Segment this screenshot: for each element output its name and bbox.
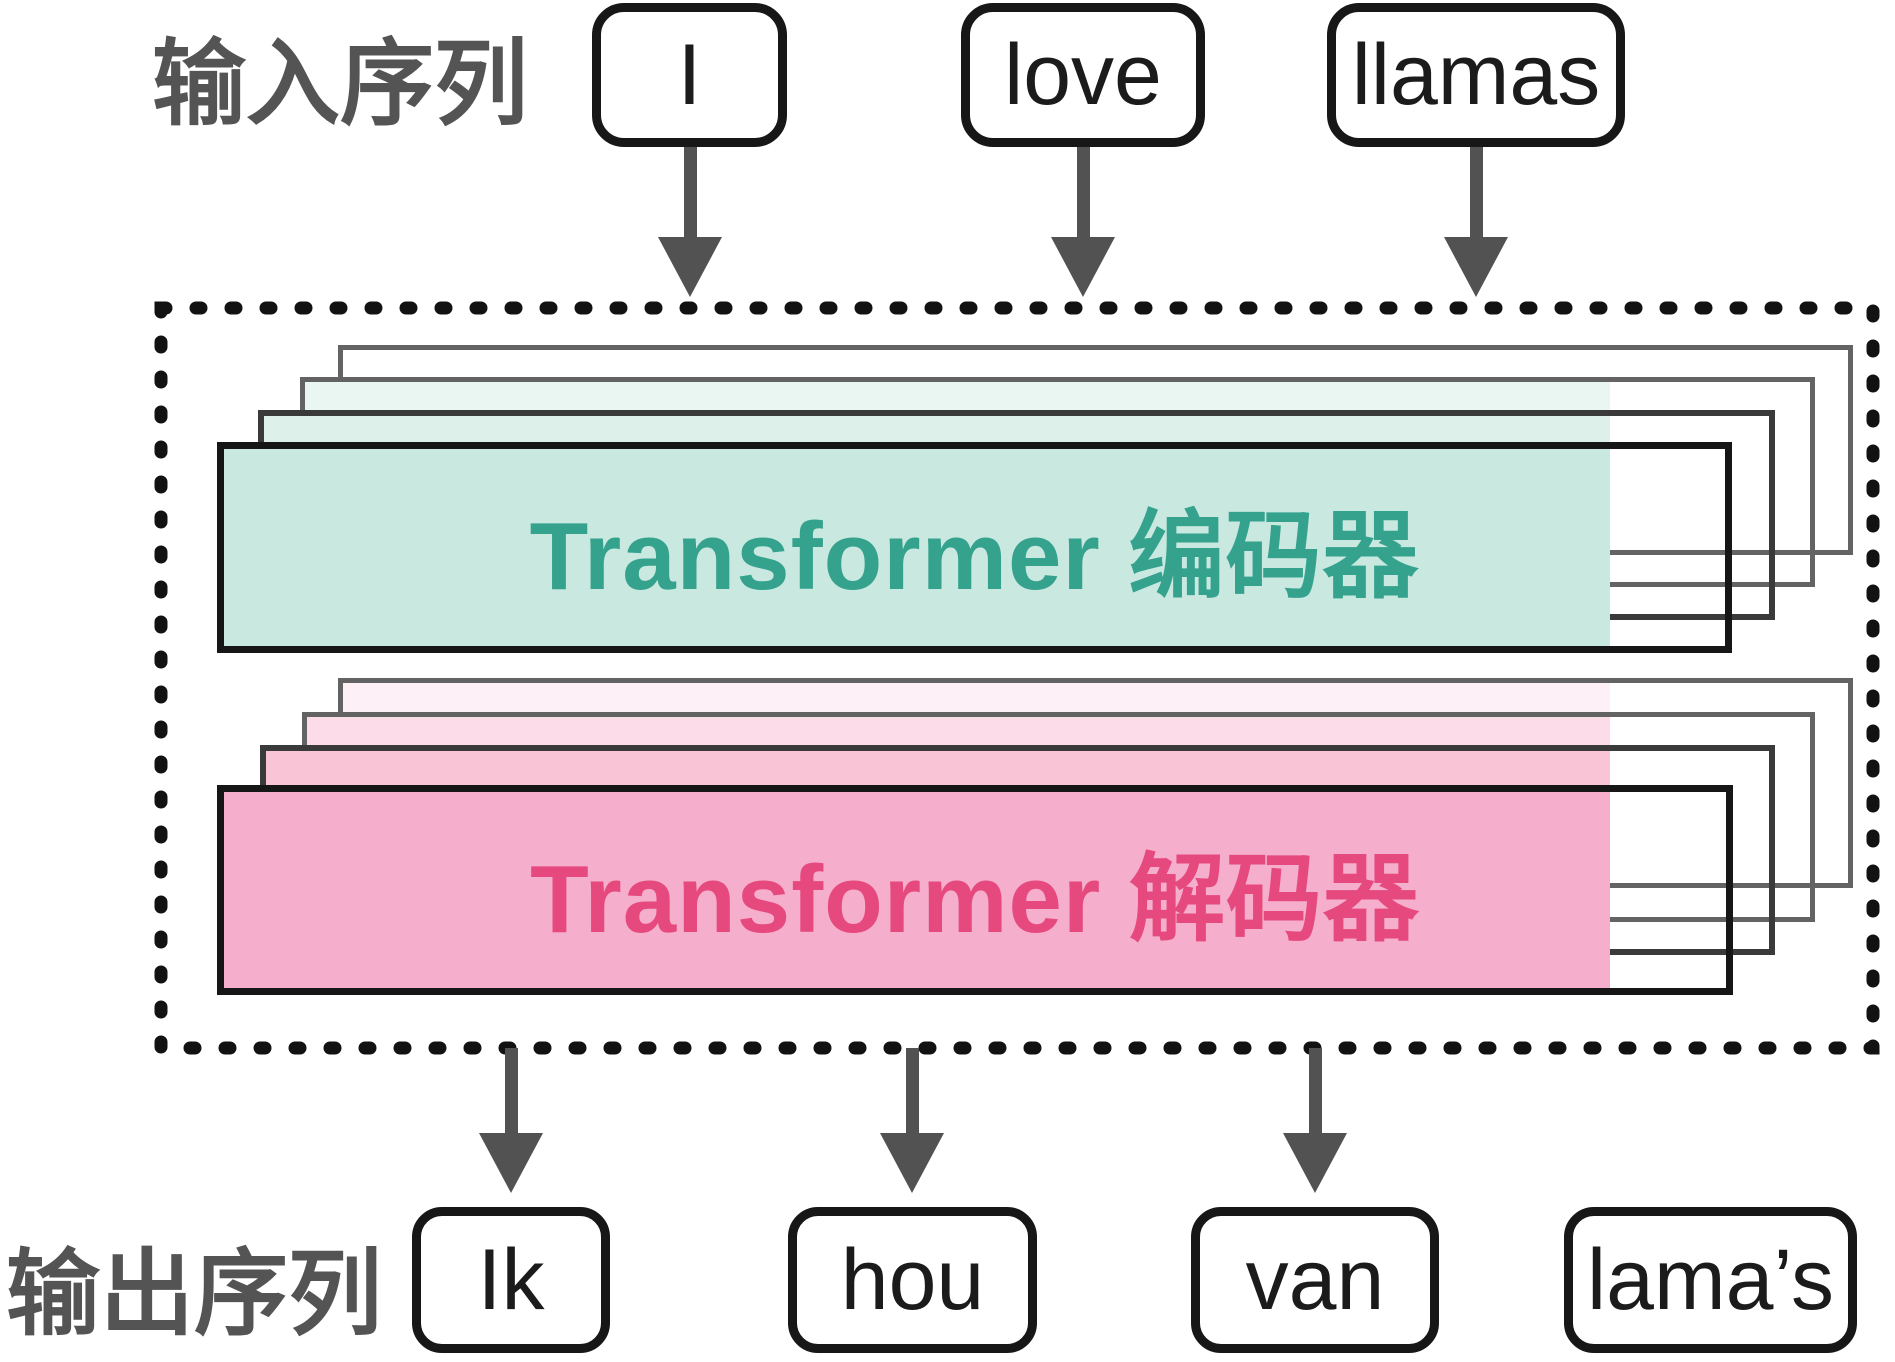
input-token-box-love: love bbox=[961, 3, 1205, 147]
arrow-head bbox=[479, 1133, 543, 1193]
arrow-shaft bbox=[1076, 147, 1090, 237]
input-token-box-i: I bbox=[592, 3, 787, 147]
encoder-label: Transformer 编码器 bbox=[529, 503, 1420, 610]
arrow-head bbox=[658, 237, 722, 297]
arrow-shaft bbox=[905, 1048, 919, 1133]
arrow-down-icon bbox=[1283, 1048, 1347, 1193]
arrow-down-icon bbox=[1051, 147, 1115, 297]
arrow-shaft bbox=[1469, 147, 1483, 237]
arrow-down-icon bbox=[880, 1048, 944, 1193]
arrow-down-icon bbox=[658, 147, 722, 297]
arrow-down-icon bbox=[479, 1048, 543, 1193]
input-token-box-llamas: llamas bbox=[1327, 3, 1625, 147]
arrow-down-icon bbox=[1444, 147, 1508, 297]
arrow-head bbox=[1283, 1133, 1347, 1193]
input-sequence-label: 输入序列 bbox=[152, 31, 529, 136]
decoder-label: Transformer 解码器 bbox=[530, 845, 1420, 953]
output-token-box-ik: Ik bbox=[412, 1207, 610, 1353]
output-token-box-lamas: lama’s bbox=[1564, 1207, 1857, 1353]
decoder-layer-front: Transformer 解码器 bbox=[217, 785, 1733, 995]
arrow-shaft bbox=[1308, 1048, 1322, 1133]
arrow-shaft bbox=[683, 147, 697, 237]
arrow-head bbox=[1051, 237, 1115, 297]
output-token-box-van: van bbox=[1191, 1207, 1439, 1353]
output-token-box-hou: hou bbox=[788, 1207, 1037, 1353]
encoder-layer-front: Transformer 编码器 bbox=[217, 442, 1732, 653]
output-sequence-label: 输出序列 bbox=[6, 1241, 383, 1346]
arrow-head bbox=[880, 1133, 944, 1193]
arrow-head bbox=[1444, 237, 1508, 297]
arrow-shaft bbox=[504, 1048, 518, 1133]
